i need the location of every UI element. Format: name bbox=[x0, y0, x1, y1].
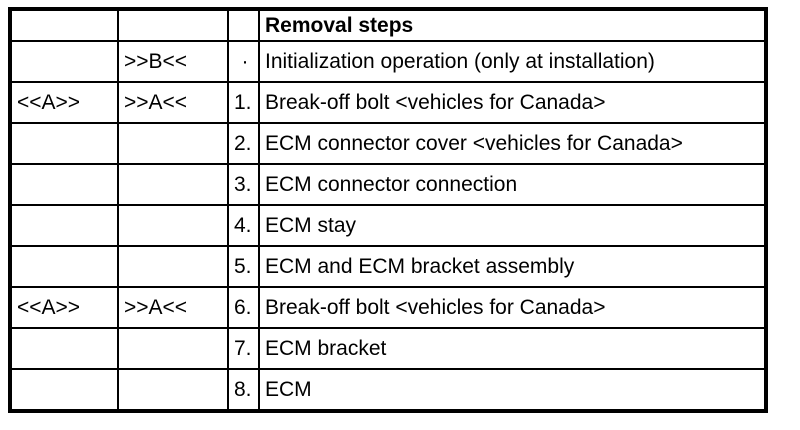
step-description-cell: ECM and ECM bracket assembly bbox=[258, 245, 767, 288]
step-description-cell: ECM connector connection bbox=[258, 163, 767, 206]
step-number-cell: 1. bbox=[227, 81, 260, 124]
step-description-cell: Break-off bolt <vehicles for Canada> bbox=[258, 286, 767, 329]
step-row-8: 8. ECM bbox=[9, 368, 767, 412]
marker-inner-cell bbox=[117, 122, 229, 165]
header-marker-outer-cell bbox=[9, 8, 119, 42]
step-number-cell: 8. bbox=[227, 368, 260, 412]
removal-steps-table: Removal steps >>B<< · Initialization ope… bbox=[8, 7, 768, 413]
marker-inner-cell bbox=[117, 245, 229, 288]
marker-outer-cell: <<A>> bbox=[9, 286, 119, 329]
marker-outer-cell bbox=[9, 327, 119, 370]
step-row-7: 7. ECM bracket bbox=[9, 327, 767, 370]
marker-outer-cell bbox=[9, 163, 119, 206]
step-number-cell: 2. bbox=[227, 122, 260, 165]
marker-inner-cell: >>B<< bbox=[117, 40, 229, 83]
step-row-6: <<A>> >>A<< 6. Break-off bolt <vehicles … bbox=[9, 286, 767, 329]
step-description-cell: ECM bracket bbox=[258, 327, 767, 370]
step-number-cell: 7. bbox=[227, 327, 260, 370]
marker-outer-cell bbox=[9, 245, 119, 288]
table-header-row: Removal steps bbox=[9, 8, 767, 42]
step-description-cell: ECM bbox=[258, 368, 767, 412]
marker-inner-cell bbox=[117, 204, 229, 247]
step-description-cell: Initialization operation (only at instal… bbox=[258, 40, 767, 83]
step-description-cell: ECM connector cover <vehicles for Canada… bbox=[258, 122, 767, 165]
step-number-cell: 5. bbox=[227, 245, 260, 288]
step-row-1: <<A>> >>A<< 1. Break-off bolt <vehicles … bbox=[9, 81, 767, 124]
table-title: Removal steps bbox=[258, 8, 767, 42]
step-description-cell: Break-off bolt <vehicles for Canada> bbox=[258, 81, 767, 124]
step-row-4: 4. ECM stay bbox=[9, 204, 767, 247]
step-number-cell: 3. bbox=[227, 163, 260, 206]
document-page: Removal steps >>B<< · Initialization ope… bbox=[8, 7, 768, 413]
marker-inner-cell bbox=[117, 327, 229, 370]
marker-inner-cell: >>A<< bbox=[117, 81, 229, 124]
marker-outer-cell bbox=[9, 122, 119, 165]
marker-outer-cell: <<A>> bbox=[9, 81, 119, 124]
step-number-cell: 4. bbox=[227, 204, 260, 247]
step-row-initialization: >>B<< · Initialization operation (only a… bbox=[9, 40, 767, 83]
marker-inner-cell bbox=[117, 368, 229, 412]
step-description-cell: ECM stay bbox=[258, 204, 767, 247]
marker-outer-cell bbox=[9, 368, 119, 412]
step-row-2: 2. ECM connector cover <vehicles for Can… bbox=[9, 122, 767, 165]
header-marker-inner-cell bbox=[117, 8, 229, 42]
step-row-5: 5. ECM and ECM bracket assembly bbox=[9, 245, 767, 288]
marker-inner-cell bbox=[117, 163, 229, 206]
marker-outer-cell bbox=[9, 204, 119, 247]
header-number-cell bbox=[227, 8, 260, 42]
marker-outer-cell bbox=[9, 40, 119, 83]
step-row-3: 3. ECM connector connection bbox=[9, 163, 767, 206]
step-bullet-cell: · bbox=[227, 40, 260, 83]
marker-inner-cell: >>A<< bbox=[117, 286, 229, 329]
step-number-cell: 6. bbox=[227, 286, 260, 329]
